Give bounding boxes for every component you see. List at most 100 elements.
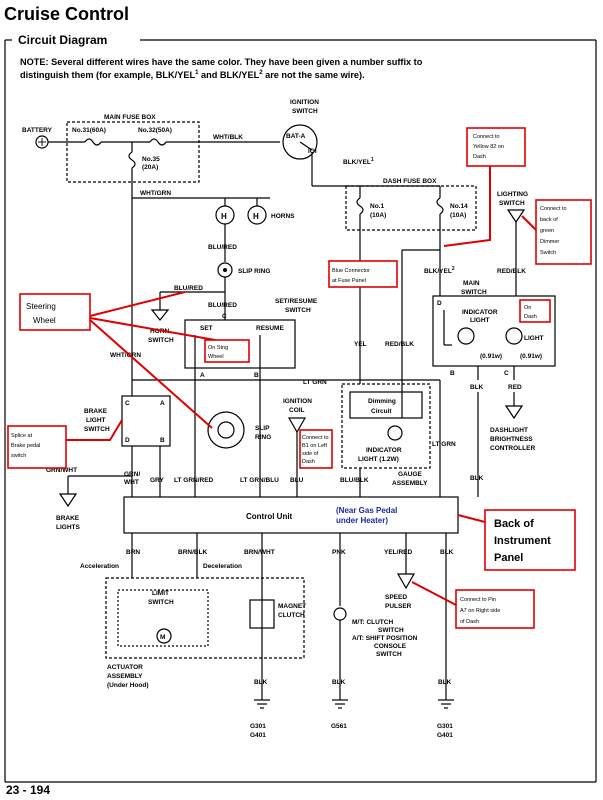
svg-text:Dimmer: Dimmer: [540, 239, 559, 245]
svg-text:C: C: [504, 370, 509, 377]
svg-text:(20A): (20A): [142, 164, 158, 171]
svg-text:INDICATOR: INDICATOR: [462, 309, 498, 316]
svg-text:M/T: CLUTCH: M/T: CLUTCH: [352, 619, 393, 626]
svg-text:B1 on Left: B1 on Left: [302, 443, 328, 449]
gauge-assembly: [341, 383, 431, 469]
page-subtitle: Circuit Diagram: [18, 33, 107, 47]
fuse-1-icon: [356, 197, 364, 215]
svg-text:PULSER: PULSER: [385, 603, 412, 610]
svg-text:LT GRN/RED: LT GRN/RED: [174, 477, 214, 484]
svg-text:LT GRN: LT GRN: [303, 379, 327, 386]
svg-text:BRN/WHT: BRN/WHT: [244, 549, 275, 556]
horn-switch-icon: [150, 309, 170, 321]
svg-text:Connect to: Connect to: [302, 435, 329, 441]
ground-icon: [254, 699, 270, 709]
svg-text:Control Unit: Control Unit: [246, 512, 293, 521]
svg-text:G301: G301: [250, 723, 266, 730]
set-resume-switch[interactable]: [184, 319, 296, 369]
main-switch-assembly[interactable]: [432, 295, 556, 367]
horn-2-icon: [247, 205, 267, 225]
svg-text:Dash: Dash: [473, 154, 486, 160]
svg-text:No.14: No.14: [450, 203, 468, 210]
wire-blk-yel1: BLK/YEL1: [343, 157, 374, 166]
svg-text:side of: side of: [302, 451, 319, 457]
svg-text:SWITCH: SWITCH: [292, 108, 318, 115]
svg-text:LIGHT: LIGHT: [470, 317, 490, 324]
ignition-coil-icon: [287, 417, 307, 434]
svg-text:No.31(60A): No.31(60A): [72, 127, 106, 134]
svg-text:HORN: HORN: [150, 328, 169, 335]
svg-text:C: C: [222, 313, 227, 320]
fuse-31-icon: [84, 138, 102, 146]
svg-text:(10A): (10A): [450, 212, 466, 219]
indicator-light-icon: [457, 327, 475, 345]
svg-text:RED/BLK: RED/BLK: [385, 341, 414, 348]
svg-text:B: B: [160, 437, 165, 444]
main-fuse-box: [66, 121, 200, 183]
svg-text:SET: SET: [200, 325, 213, 332]
callout-on-dash: [519, 299, 551, 323]
svg-text:(10A): (10A): [370, 212, 386, 219]
svg-text:Dash: Dash: [302, 459, 315, 465]
svg-text:SWITCH: SWITCH: [461, 289, 487, 296]
svg-text:ASSEMBLY: ASSEMBLY: [392, 480, 428, 487]
motor-icon: [156, 628, 172, 644]
svg-text:MAIN: MAIN: [463, 280, 480, 287]
svg-text:SPEED: SPEED: [385, 594, 407, 601]
svg-text:RED: RED: [508, 384, 522, 391]
svg-text:switch: switch: [11, 453, 26, 459]
svg-text:COIL: COIL: [289, 407, 305, 414]
svg-text:BLU/BLK: BLU/BLK: [340, 477, 369, 484]
callout-pin-a7: [455, 589, 535, 629]
svg-text:On Stng: On Stng: [208, 345, 228, 351]
svg-text:A: A: [200, 372, 205, 379]
svg-text:PNK: PNK: [332, 549, 346, 556]
svg-text:BLU/RED: BLU/RED: [208, 302, 237, 309]
svg-text:of Dash: of Dash: [460, 619, 479, 625]
svg-text:BLK: BLK: [254, 679, 268, 686]
svg-text:BRIGHTNESS: BRIGHTNESS: [490, 436, 533, 443]
svg-text:(0.91w): (0.91w): [520, 353, 542, 360]
lighting-switch-icon: [506, 209, 526, 224]
svg-text:BLK: BLK: [332, 679, 346, 686]
svg-text:BLK: BLK: [470, 384, 484, 391]
callout-yellow82: [466, 127, 526, 167]
svg-text:(Near Gas Pedal: (Near Gas Pedal: [336, 506, 397, 515]
ground-icon: [438, 699, 454, 709]
svg-text:IGNITION: IGNITION: [283, 398, 312, 405]
svg-text:BLK: BLK: [470, 475, 484, 482]
svg-text:LIGHT (1.2W): LIGHT (1.2W): [358, 456, 399, 463]
brake-lights-icon: [58, 493, 78, 508]
steering-slip-ring: [207, 411, 245, 449]
note-line-1: NOTE: Several different wires have the s…: [20, 57, 423, 67]
svg-text:D: D: [125, 437, 130, 444]
svg-text:YEL: YEL: [354, 341, 367, 348]
svg-text:GRN/WHT: GRN/WHT: [46, 467, 77, 474]
dash-fuse-box-label: DASH FUSE BOX: [383, 178, 437, 185]
light-icon: [505, 327, 523, 345]
svg-text:BLU/RED: BLU/RED: [208, 244, 237, 251]
svg-text:B: B: [450, 370, 455, 377]
svg-text:Connect to: Connect to: [540, 206, 567, 212]
svg-text:CONSOLE: CONSOLE: [374, 643, 407, 650]
svg-text:No.35: No.35: [142, 156, 160, 163]
actuator-assembly: [105, 577, 305, 659]
fuse-35-icon: [128, 151, 136, 169]
svg-text:BAT-A: BAT-A: [286, 133, 306, 140]
wire-blk-yel2: BLK/YEL2: [424, 266, 455, 275]
svg-text:H: H: [221, 212, 227, 221]
svg-text:back of: back of: [540, 217, 558, 223]
svg-text:SWITCH: SWITCH: [378, 627, 404, 634]
callout-on-strg-wheel: [204, 339, 250, 363]
svg-text:IGI: IGI: [308, 148, 317, 155]
svg-text:G401: G401: [437, 732, 453, 739]
svg-text:SWITCH: SWITCH: [285, 307, 311, 314]
svg-text:A7 on Right side: A7 on Right side: [460, 608, 500, 614]
svg-text:LIGHTING: LIGHTING: [497, 191, 528, 198]
svg-text:GRN/: GRN/: [124, 471, 140, 478]
svg-text:SET/RESUME: SET/RESUME: [275, 298, 318, 305]
svg-text:A/T: SHIFT POSITION: A/T: SHIFT POSITION: [352, 635, 418, 642]
svg-text:G301: G301: [437, 723, 453, 730]
svg-text:Wheel: Wheel: [208, 354, 224, 360]
